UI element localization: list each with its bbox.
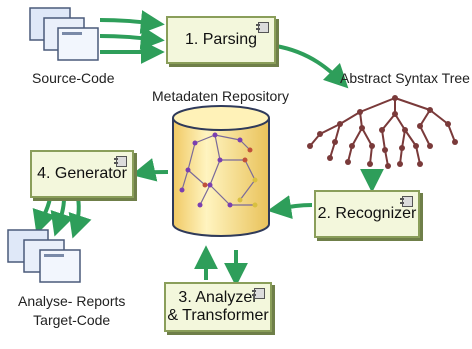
analyzer-step-box: 3. Analyzer & Transformer xyxy=(164,282,272,332)
parsing-step-box: 1. Parsing xyxy=(166,16,276,64)
recognizer-step-label: 2. Recognizer xyxy=(317,205,417,222)
output-documents-icon xyxy=(7,229,81,283)
component-icon xyxy=(252,288,265,299)
repository-graph xyxy=(179,132,258,208)
abstract-syntax-tree-graphic xyxy=(307,95,458,169)
component-icon xyxy=(114,156,127,167)
repository-label: Metadaten Repository xyxy=(152,88,289,104)
metadata-repository-cylinder xyxy=(172,105,270,237)
arrow-recognizer-to-repository xyxy=(267,195,313,219)
arrow-generator-to-output-2 xyxy=(50,197,74,237)
source-code-documents-icon xyxy=(29,7,99,61)
arrow-parsing-to-ast xyxy=(275,44,349,89)
arrow-repository-to-generator xyxy=(131,158,169,182)
generator-step-label: 4. Generator xyxy=(37,165,127,182)
source-code-label: Source-Code xyxy=(32,70,115,86)
arrow-source-to-parsing-1 xyxy=(99,10,165,35)
analyzer-step-label: 3. Analyzer & Transformer xyxy=(167,289,269,324)
parsing-step-label: 1. Parsing xyxy=(184,31,258,48)
recognizer-step-box: 2. Recognizer xyxy=(314,190,420,238)
generator-step-box: 4. Generator xyxy=(30,150,134,198)
component-icon xyxy=(256,22,269,33)
arrow-generator-to-output-1 xyxy=(32,197,56,235)
ast-label: Abstract Syntax Tree xyxy=(340,70,470,86)
output-label: Analyse- Reports Target-Code xyxy=(18,293,126,328)
arrow-source-to-parsing-2 xyxy=(99,26,165,51)
component-icon xyxy=(400,196,413,207)
arrow-generator-to-output-3 xyxy=(68,197,92,239)
